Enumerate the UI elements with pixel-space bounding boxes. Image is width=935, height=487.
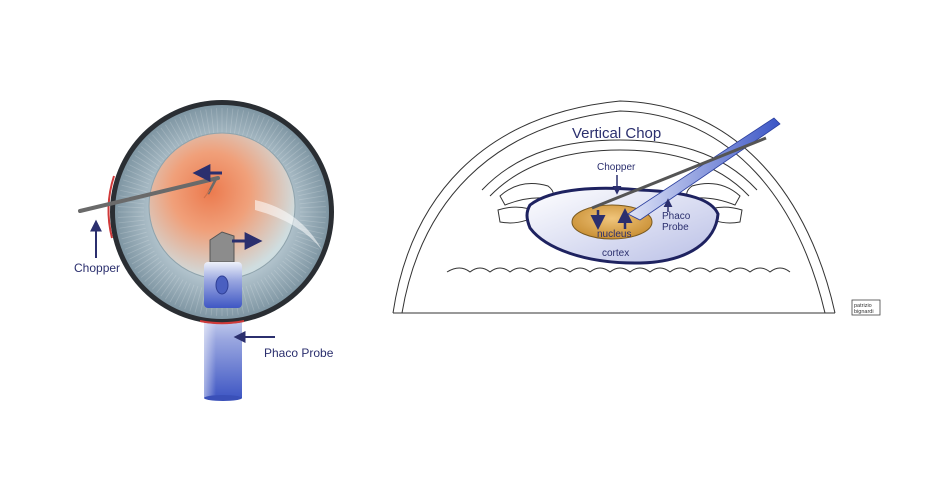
phaco-probe-right bbox=[627, 117, 781, 221]
left-diagram: Chopper Phaco Probe bbox=[74, 100, 334, 401]
phaco-probe-tip bbox=[204, 231, 242, 308]
incision-left bbox=[107, 175, 115, 239]
cortex-label: cortex bbox=[602, 248, 629, 259]
signature-stamp: patrizio bignardi bbox=[851, 299, 881, 316]
chopper-label-right: Chopper bbox=[597, 162, 636, 173]
nucleus-label: nucleus bbox=[597, 229, 631, 240]
phaco-label-right-1: Phaco bbox=[662, 211, 691, 222]
lens-reflection bbox=[255, 200, 322, 250]
chopper-instrument-right bbox=[591, 136, 767, 210]
signature-line2: bignardi bbox=[854, 309, 874, 315]
phaco-probe-label: Phaco Probe bbox=[264, 346, 334, 360]
signature-line1: patrizio bbox=[854, 303, 872, 309]
incision-bottom bbox=[199, 320, 245, 325]
right-diagram: Vertical Chop Chopper Phaco Probe nucleu… bbox=[392, 100, 836, 314]
phaco-label-right-2: Probe bbox=[662, 222, 689, 233]
chopper-instrument bbox=[78, 176, 220, 213]
iris-striations bbox=[118, 108, 326, 316]
vertical-chop-title: Vertical Chop bbox=[572, 125, 661, 142]
chopper-label-left: Chopper bbox=[74, 261, 120, 275]
